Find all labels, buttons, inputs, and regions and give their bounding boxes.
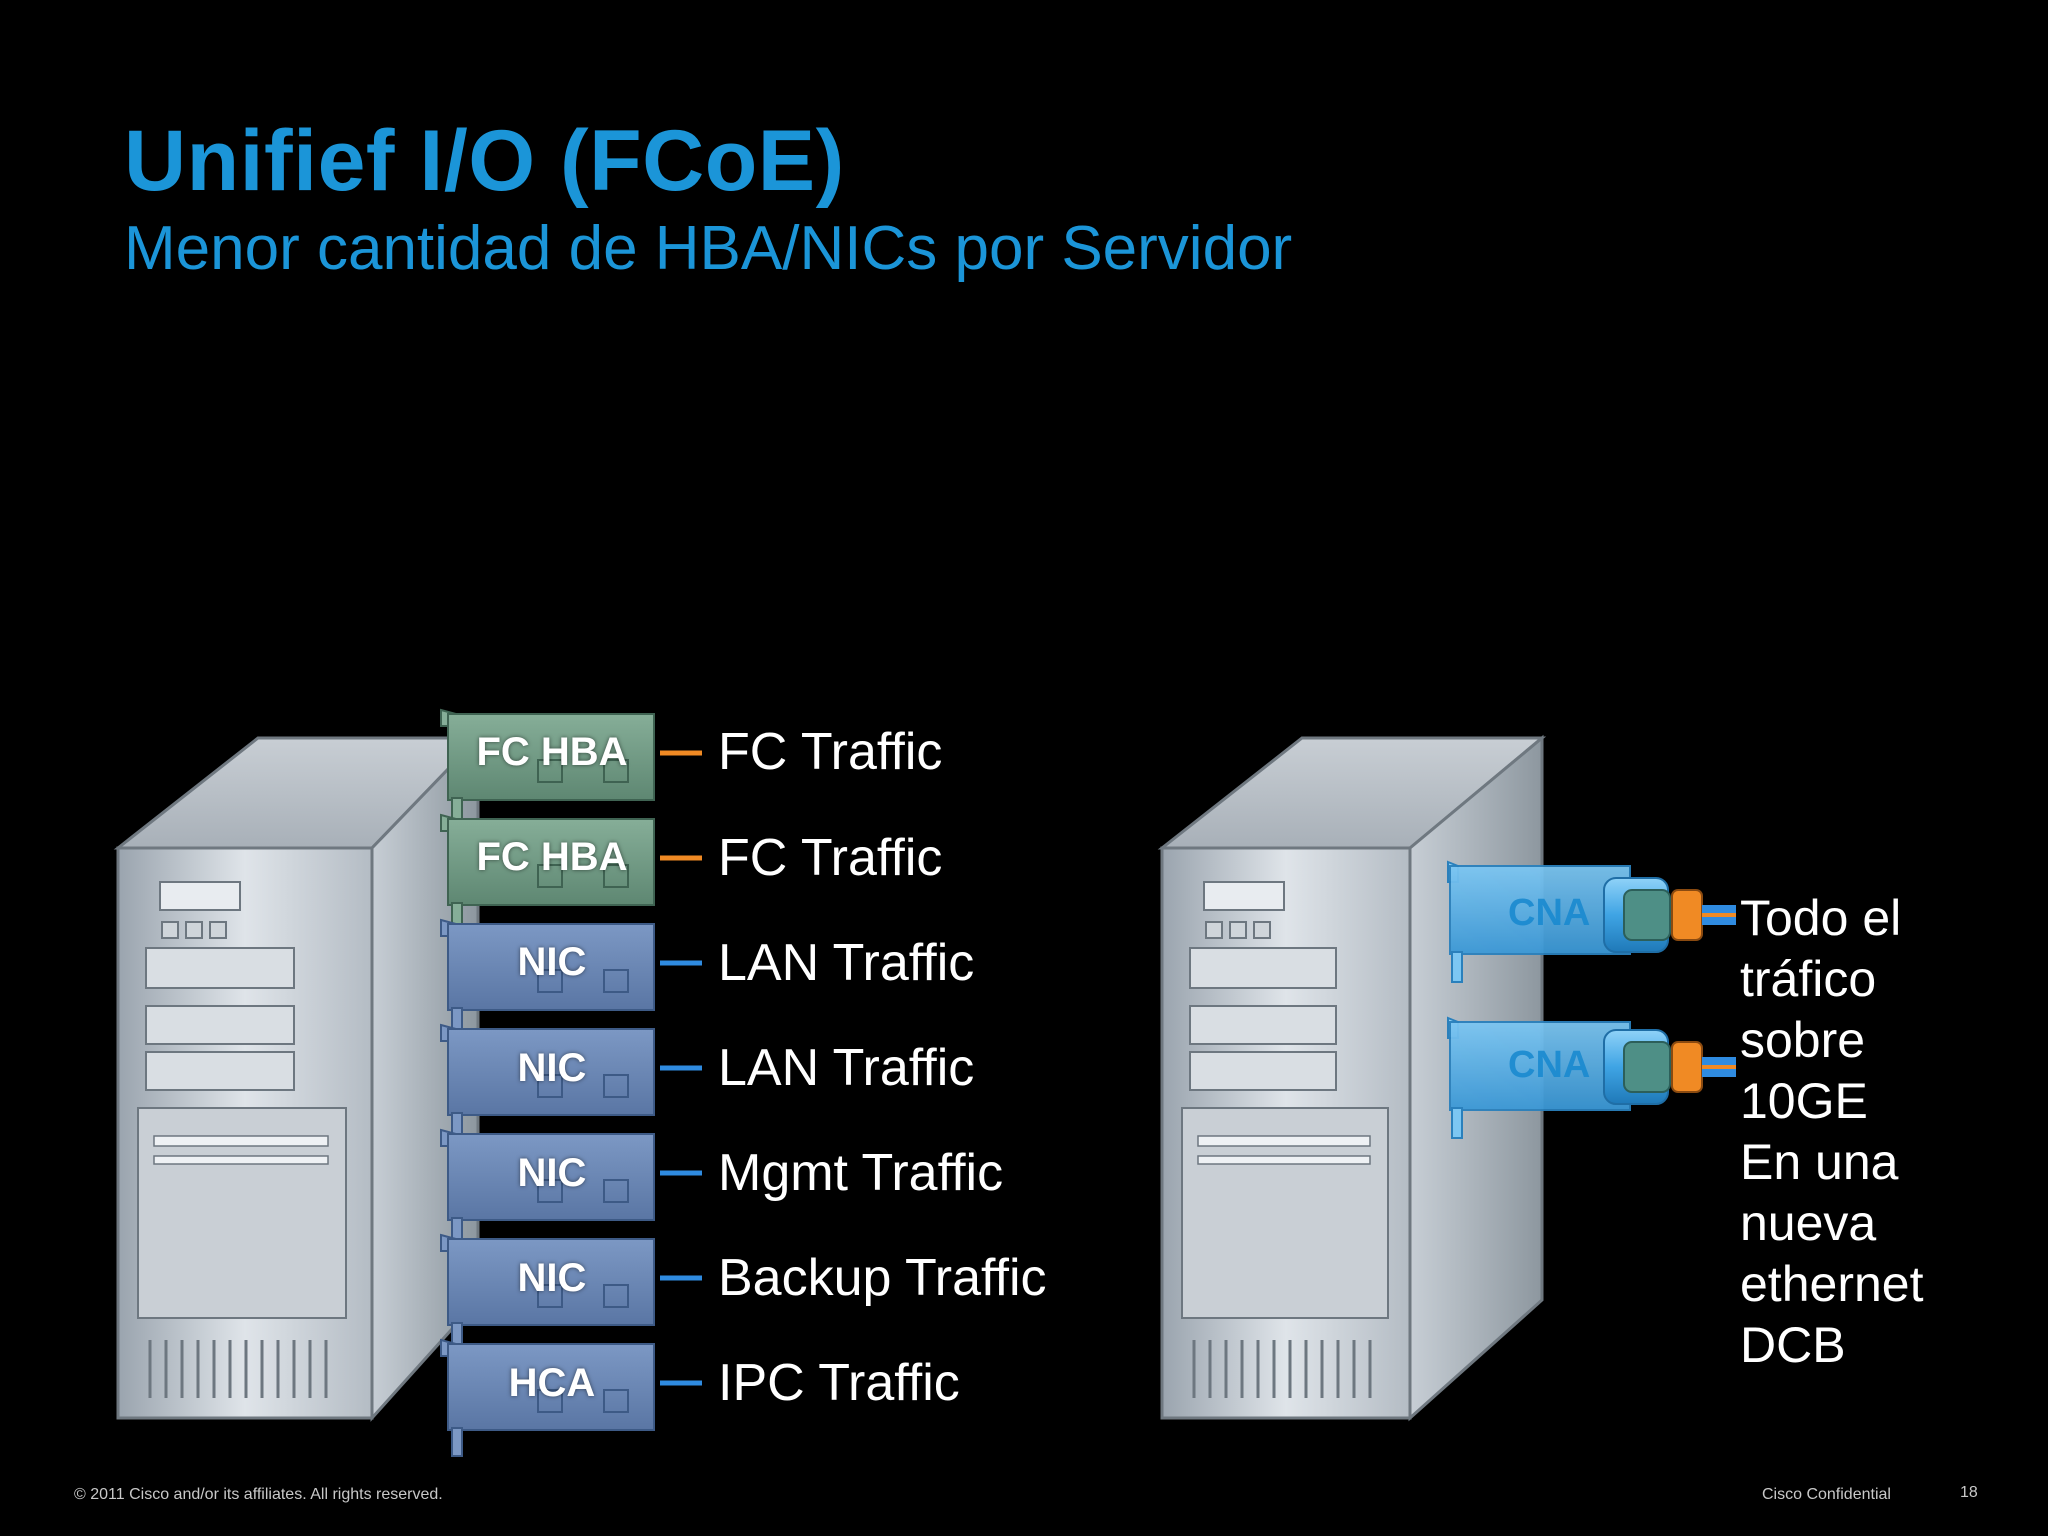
nic-card: [440, 1023, 702, 1142]
note-line: tráfico: [1740, 951, 1877, 1007]
traffic-label-lan-1: LAN Traffic: [718, 934, 975, 992]
card-label-nic-2: NIC: [517, 1046, 587, 1090]
nic-card: [440, 1128, 702, 1247]
fc-hba-card: [440, 813, 702, 932]
traffic-label-mgmt: Mgmt Traffic: [718, 1144, 1004, 1202]
traffic-label-backup: Backup Traffic: [718, 1249, 1047, 1307]
note-line: En una: [1740, 1134, 1899, 1190]
traffic-label-fc-2: FC Traffic: [718, 829, 943, 887]
page-number: 18: [1960, 1484, 1978, 1501]
footer-copyright: © 2011 Cisco and/or its affiliates. All …: [74, 1486, 443, 1503]
left-adapter-cards: [440, 708, 702, 1457]
card-label-nic-4: NIC: [517, 1256, 587, 1300]
note-line: DCB: [1740, 1317, 1846, 1373]
traffic-label-fc-1: FC Traffic: [718, 723, 943, 781]
note-line: ethernet: [1740, 1256, 1924, 1312]
traffic-label-ipc: IPC Traffic: [718, 1354, 960, 1412]
card-label-hca: HCA: [508, 1361, 596, 1405]
nic-card: [440, 1233, 702, 1352]
slide-subtitle: Menor cantidad de HBA/NICs por Servidor: [124, 214, 1293, 283]
hca-card: [440, 1338, 702, 1457]
unified-traffic-note: Todo el tráfico sobre 10GE En una nueva …: [1740, 888, 2040, 1376]
cna-card-2: [1447, 1016, 1736, 1139]
footer-confidential: Cisco Confidential: [1762, 1486, 1891, 1503]
fc-hba-card: [440, 708, 702, 827]
note-line: Todo el: [1740, 890, 1902, 946]
slide-title: Unifief I/O (FCoE): [124, 113, 845, 209]
note-line: 10GE: [1740, 1073, 1868, 1129]
note-line: nueva: [1740, 1195, 1877, 1251]
traffic-label-lan-2: LAN Traffic: [718, 1039, 975, 1097]
note-line: sobre: [1740, 1012, 1866, 1068]
card-label-fc-hba-1: FC HBA: [476, 730, 628, 774]
card-label-nic-3: NIC: [517, 1151, 587, 1195]
cna-label-1: CNA: [1508, 892, 1591, 934]
nic-card: [440, 918, 702, 1037]
cna-label-2: CNA: [1508, 1044, 1591, 1086]
cna-card-1: [1447, 860, 1736, 983]
card-label-nic-1: NIC: [517, 940, 587, 984]
left-server-tower: [113, 734, 482, 1422]
card-label-fc-hba-2: FC HBA: [476, 835, 628, 879]
